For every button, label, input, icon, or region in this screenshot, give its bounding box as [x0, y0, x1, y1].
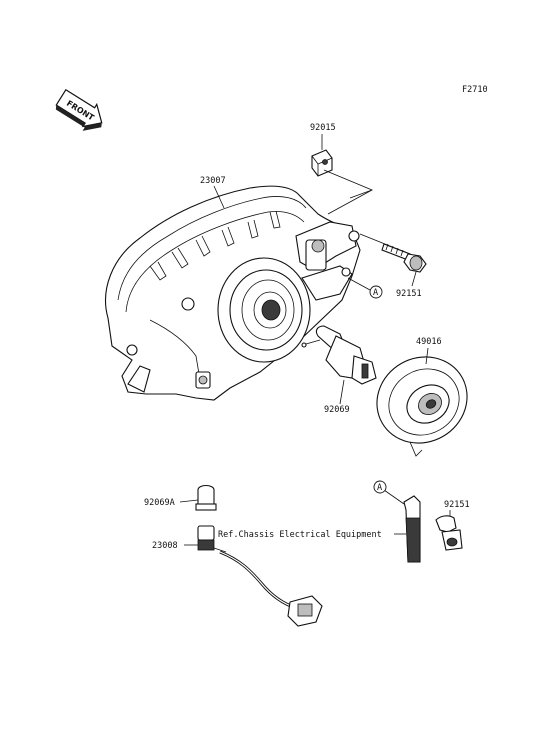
figure-code: F2710 [462, 85, 488, 95]
reference-note: Ref.Chassis Electrical Equipment [218, 530, 382, 540]
bulb-92069 [301, 325, 377, 385]
socket-wiring-23008 [197, 525, 323, 627]
label-92151-bottom: 92151 [444, 500, 470, 510]
leader-label-92069A [179, 499, 199, 503]
label-49016: 49016 [416, 337, 442, 347]
bolt-92151-bottom [435, 510, 463, 551]
label-23007: 23007 [200, 176, 226, 186]
label-92151-top: 92151 [396, 289, 422, 299]
bracket-stay: A [373, 480, 421, 563]
bulb-92069A [195, 484, 217, 511]
bolt-92151-top [359, 233, 427, 273]
label-23008: 23008 [152, 541, 178, 551]
callout-a-top-label: A [373, 288, 378, 298]
clip-92015 [311, 149, 333, 177]
label-92069A: 92069A [144, 498, 175, 508]
leader-92015-b [327, 189, 373, 215]
leader-label-23007 [213, 185, 225, 209]
callout-a-top [369, 285, 383, 299]
label-92069: 92069 [324, 405, 350, 415]
callout-a-bottom [373, 480, 387, 494]
rubber-cap-49016 [376, 356, 468, 457]
label-92015: 92015 [310, 123, 336, 133]
callout-a-bottom-label: A [377, 483, 382, 493]
headlight-assembly [105, 185, 361, 401]
front-arrow-icon: FRONT [55, 88, 103, 131]
leader-label-92069 [339, 379, 345, 405]
leader-callout-a-top [347, 277, 371, 291]
leader-label-49016 [425, 347, 429, 365]
leader-label-92151-top [411, 271, 417, 287]
